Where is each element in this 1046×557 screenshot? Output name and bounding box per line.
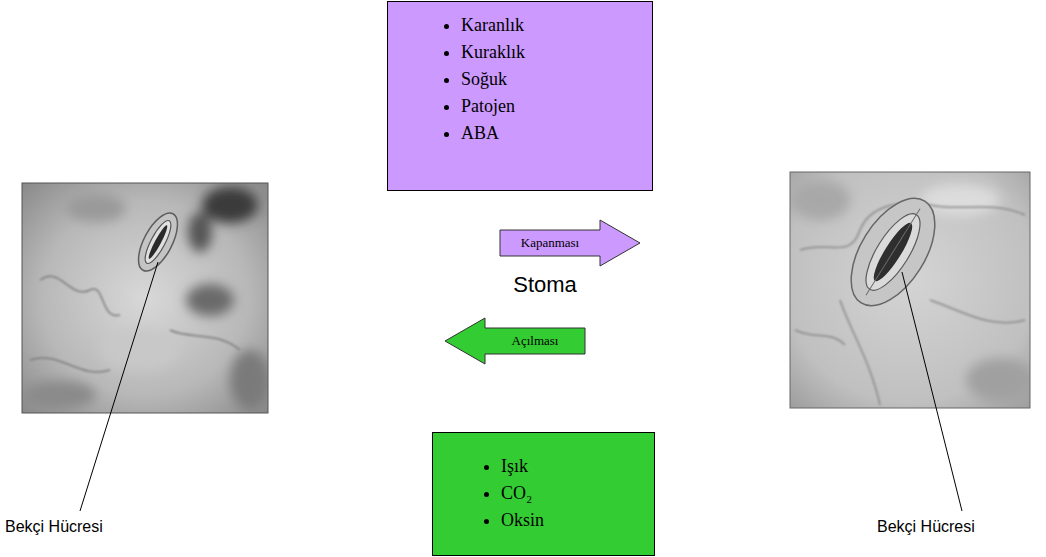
micrograph-frame [22,183,268,413]
closing-arrow: Kapanması [500,220,640,266]
leader-line [902,272,962,511]
factor-item: Soğuk [461,66,642,93]
block-arrow [500,220,640,266]
factor-item: Işık [501,453,644,480]
leader-line [80,262,158,511]
stoma-label: Stoma [513,272,577,298]
micrograph-open [790,172,1030,408]
factor-item: Oksin [501,507,644,534]
opening-arrow: Açılması [445,318,585,364]
arrow-label: Kapanması [521,235,579,251]
guard-cell-label: Bekçi Hücresi [877,518,975,536]
closing-factors-box: KaranlıkKuraklıkSoğukPatojenABA [387,1,653,191]
factor-item: ABA [461,120,642,147]
factor-list: KaranlıkKuraklıkSoğukPatojenABA [388,2,652,157]
factor-item: Patojen [461,93,642,120]
opening-factors-box: IşıkCO₂Oksin [432,432,655,556]
guard-cell-label: Bekçi Hücresi [5,518,103,536]
tissue-shadows [24,187,268,410]
block-arrow [445,318,585,364]
closed-stoma [131,207,186,277]
micrograph-frame [790,172,1030,408]
factor-list: IşıkCO₂Oksin [433,433,654,544]
cell-walls [30,276,240,372]
open-stoma [834,184,952,320]
factor-item: Karanlık [461,12,642,39]
factor-item: CO₂ [501,480,644,507]
factor-item: Kuraklık [461,39,642,66]
arrow-label: Açılması [512,333,559,349]
tissue-shadows [790,180,1030,402]
micrograph-closed [22,183,268,413]
